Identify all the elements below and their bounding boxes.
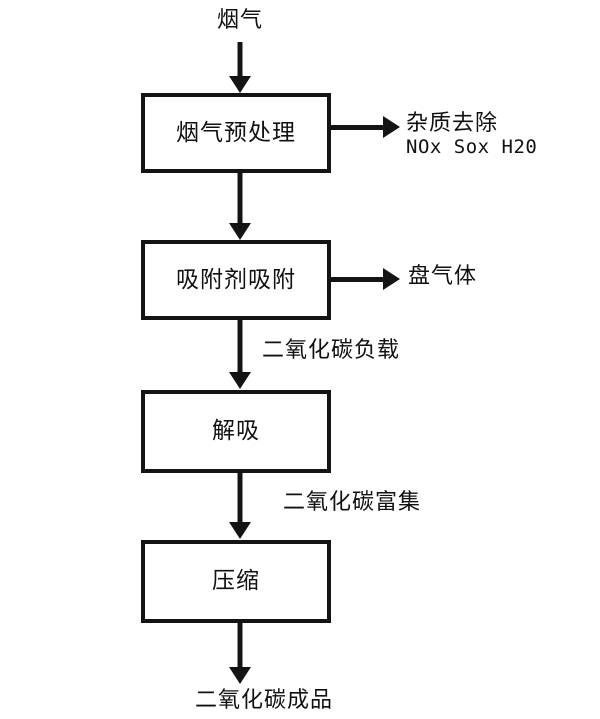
arrow-pretreatment-to-adsorption-head [229, 223, 251, 240]
side-label-impurity-removal: 杂质去除 NOx Sox H20 [406, 111, 538, 158]
flow-label-co2-enriched: 二氧化碳富集 [283, 490, 422, 515]
arrow-pretreatment-to-adsorption-line [237, 173, 243, 225]
node-adsorption-label: 吸附剂吸附 [176, 266, 296, 293]
arrow-lean-gas-head [383, 268, 400, 290]
side-label-lean-gas-line1: 盘气体 [408, 264, 478, 289]
arrow-inlet-to-pretreatment-head [229, 76, 251, 93]
inlet-label: 烟气 [216, 8, 264, 33]
node-adsorption[interactable]: 吸附剂吸附 [141, 240, 331, 320]
arrow-desorption-to-compression-line [237, 473, 243, 525]
flow-label-co2-loaded: 二氧化碳负载 [262, 338, 401, 363]
arrow-inlet-to-pretreatment-line [237, 42, 243, 78]
arrow-impurity-removal-line [331, 125, 383, 130]
arrow-adsorption-to-desorption-line [237, 320, 243, 375]
outlet-label: 二氧化碳成品 [194, 688, 334, 713]
arrow-desorption-to-compression-head [229, 522, 251, 539]
side-label-lean-gas: 盘气体 [408, 264, 478, 290]
arrow-adsorption-to-desorption-head [229, 372, 251, 389]
arrow-impurity-removal-head [383, 116, 400, 138]
node-compression-label: 压缩 [212, 568, 260, 594]
arrow-compression-to-outlet-head [229, 667, 251, 684]
node-compression[interactable]: 压缩 [141, 540, 331, 623]
node-desorption[interactable]: 解吸 [141, 390, 331, 473]
node-pretreatment[interactable]: 烟气预处理 [141, 93, 331, 173]
node-pretreatment-label: 烟气预处理 [176, 119, 296, 146]
arrow-lean-gas-line [331, 277, 383, 282]
node-desorption-label: 解吸 [212, 418, 260, 444]
side-label-impurity-removal-line1: 杂质去除 [406, 111, 499, 136]
arrow-compression-to-outlet-line [237, 623, 243, 670]
side-label-impurity-removal-line2: NOx Sox H20 [406, 135, 538, 158]
